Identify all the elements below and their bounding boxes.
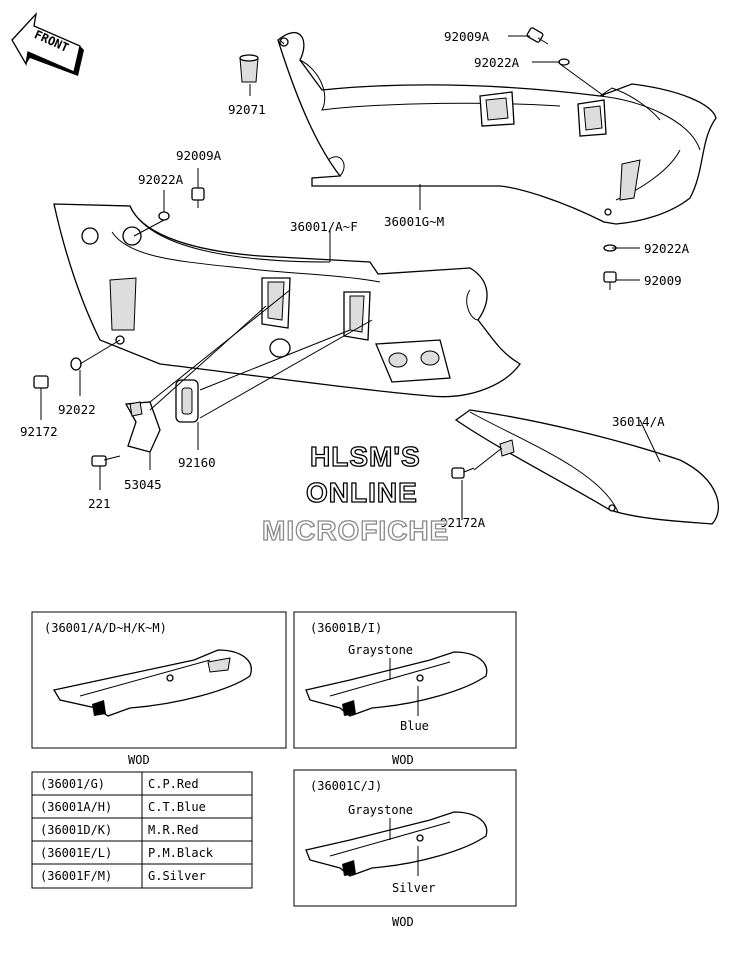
lower-side-cover [53, 203, 521, 398]
screw-icon [191, 187, 205, 208]
inset-box-3: (36001C/J) Graystone Silver WOD [293, 769, 517, 929]
part-number-221: 221 [88, 496, 111, 511]
part-number-92172A: 92172A [440, 515, 486, 530]
inset-3-label-bottom: Silver [392, 881, 435, 895]
table-row-color: C.T.Blue [148, 800, 206, 814]
inset-2-label-top: Graystone [348, 643, 413, 657]
upper-side-cover [277, 32, 717, 225]
front-arrow-icon: FRONT [11, 11, 84, 76]
inset-2-caption: WOD [392, 753, 414, 767]
watermark-line-1: HLSM'S [310, 441, 421, 472]
inset-1-caption: WOD [128, 753, 150, 767]
part-number-92009: 92009 [644, 273, 682, 288]
screw-icon [33, 375, 49, 396]
inset-3-caption: WOD [392, 915, 414, 929]
seat-cover-piece [454, 409, 720, 525]
leader-lines [40, 35, 661, 520]
table-row-color: G.Silver [148, 869, 206, 883]
part-number-36001-GM: 36001G~M [384, 214, 444, 229]
part-number-92172: 92172 [20, 424, 58, 439]
inset-box-2: (36001B/I) Graystone Blue WOD [293, 611, 517, 767]
washer-icon [158, 211, 170, 221]
part-number-92071: 92071 [228, 102, 266, 117]
watermark-line-2: ONLINE [306, 477, 418, 508]
inset-2-title: (36001B/I) [310, 621, 382, 635]
color-table: (36001/G) C.P.Red (36001A/H) C.T.Blue (3… [31, 771, 253, 889]
part-number-92022A-top: 92022A [474, 55, 520, 70]
screw-icon [91, 455, 121, 467]
part-number-92022: 92022 [58, 402, 96, 417]
part-number-92160: 92160 [178, 455, 216, 470]
inset-1-title: (36001/A/D~H/K~M) [44, 621, 167, 635]
table-row-color: C.P.Red [148, 777, 199, 791]
watermark-line-3: MICROFICHE [262, 515, 449, 546]
part-number-92022A-left: 92022A [138, 172, 184, 187]
grommet-icon [239, 54, 259, 83]
screw-icon [451, 467, 475, 479]
inset-2-label-bottom: Blue [400, 719, 429, 733]
part-number-36001-AF: 36001/A~F [290, 219, 358, 234]
table-row-color: M.R.Red [148, 823, 199, 837]
inset-box-1: (36001/A/D~H/K~M) WOD [31, 611, 287, 767]
part-number-92009A-left: 92009A [176, 148, 222, 163]
table-row-code: (36001A/H) [40, 800, 112, 814]
part-number-92009A-top: 92009A [444, 29, 490, 44]
part-number-36014A: 36014/A [612, 414, 665, 429]
washer-icon [70, 357, 82, 371]
screw-icon [526, 27, 549, 45]
grommet-icon [175, 379, 199, 423]
inset-3-title: (36001C/J) [310, 779, 382, 793]
table-row-color: P.M.Black [148, 846, 214, 860]
table-row-code: (36001F/M) [40, 869, 112, 883]
table-row-code: (36001/G) [40, 777, 105, 791]
part-number-53045: 53045 [124, 477, 162, 492]
table-row-code: (36001D/K) [40, 823, 112, 837]
screw-icon [603, 271, 617, 290]
part-number-92022A-right: 92022A [644, 241, 690, 256]
table-row-code: (36001E/L) [40, 846, 112, 860]
bracket-icon [124, 401, 161, 453]
inset-3-label-top: Graystone [348, 803, 413, 817]
